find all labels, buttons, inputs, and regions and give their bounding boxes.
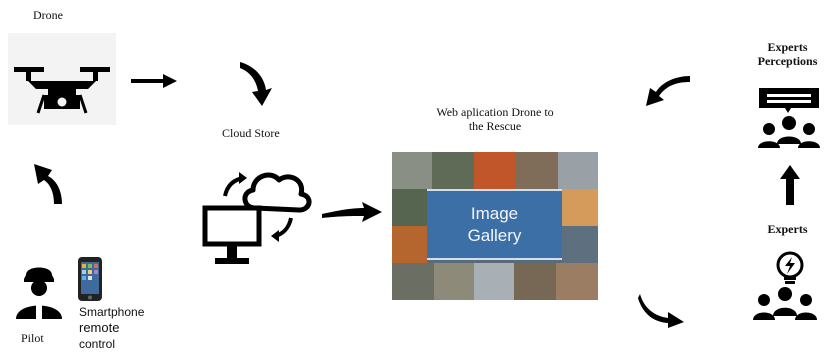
group-icon: [753, 287, 817, 320]
gallery-tile: [562, 226, 598, 263]
arrow-right-icon: [131, 74, 177, 88]
gallery-tile: [556, 263, 598, 300]
gallery-tile: [432, 152, 474, 189]
gallery-tile: [434, 263, 474, 300]
smartphone-label-line3: control: [79, 337, 116, 351]
gallery-banner: Image Gallery: [427, 189, 562, 260]
pilot-label: Pilot: [21, 331, 44, 345]
image-gallery: Image Gallery: [392, 152, 598, 300]
drone-camera-icon: [14, 67, 110, 114]
experts-perceptions-line2: Perceptions: [757, 54, 818, 68]
experts-perceptions-title: Experts Perceptions: [745, 40, 830, 68]
smartphone-label-line1: Smartphone: [79, 305, 145, 319]
pilot-icon: [16, 267, 62, 319]
smartphone-icon: [78, 257, 102, 301]
arrow-right-icon: [322, 202, 382, 222]
cloud-store-label: Cloud Store: [222, 126, 280, 140]
arrow-up-icon: [780, 165, 800, 205]
gallery-tile: [558, 152, 598, 189]
gallery-tile: [392, 152, 432, 189]
experts-perceptions-line1: Experts: [767, 40, 808, 54]
gallery-tile: [392, 263, 434, 300]
gallery-tile: [474, 152, 516, 189]
speech-bubble-icon: [759, 88, 819, 113]
smartphone-label-line2: remote: [79, 320, 120, 335]
gallery-tile: [392, 189, 427, 226]
gallery-tile: [514, 263, 556, 300]
gallery-tile: [392, 226, 427, 263]
curved-arrow-left-icon: [646, 76, 690, 106]
gallery-tile: [562, 189, 598, 226]
group-icon: [758, 116, 820, 148]
lightbulb-icon: [776, 251, 804, 284]
drone-panel: [8, 33, 116, 125]
gallery-tile: [474, 263, 514, 300]
web-app-title-line2: the Rescue: [468, 119, 522, 133]
web-app-title-line1: Web aplication Drone to: [436, 105, 554, 119]
monitor-icon: [202, 205, 262, 264]
smartphone-label: Smartphone remote control: [79, 305, 144, 351]
curved-arrow-down-icon: [240, 62, 272, 106]
web-app-title: Web aplication Drone to the Rescue: [392, 105, 598, 133]
gallery-title-line1: Image: [470, 203, 519, 223]
curved-arrow-right-icon: [638, 294, 684, 328]
gallery-tile: [516, 152, 558, 189]
gallery-title-line2: Gallery: [467, 225, 522, 245]
drone-label: Drone: [33, 8, 63, 22]
cloud-sync-icon: [223, 172, 312, 242]
experts-label: Experts: [767, 222, 808, 236]
curved-arrow-up-icon: [34, 164, 62, 204]
